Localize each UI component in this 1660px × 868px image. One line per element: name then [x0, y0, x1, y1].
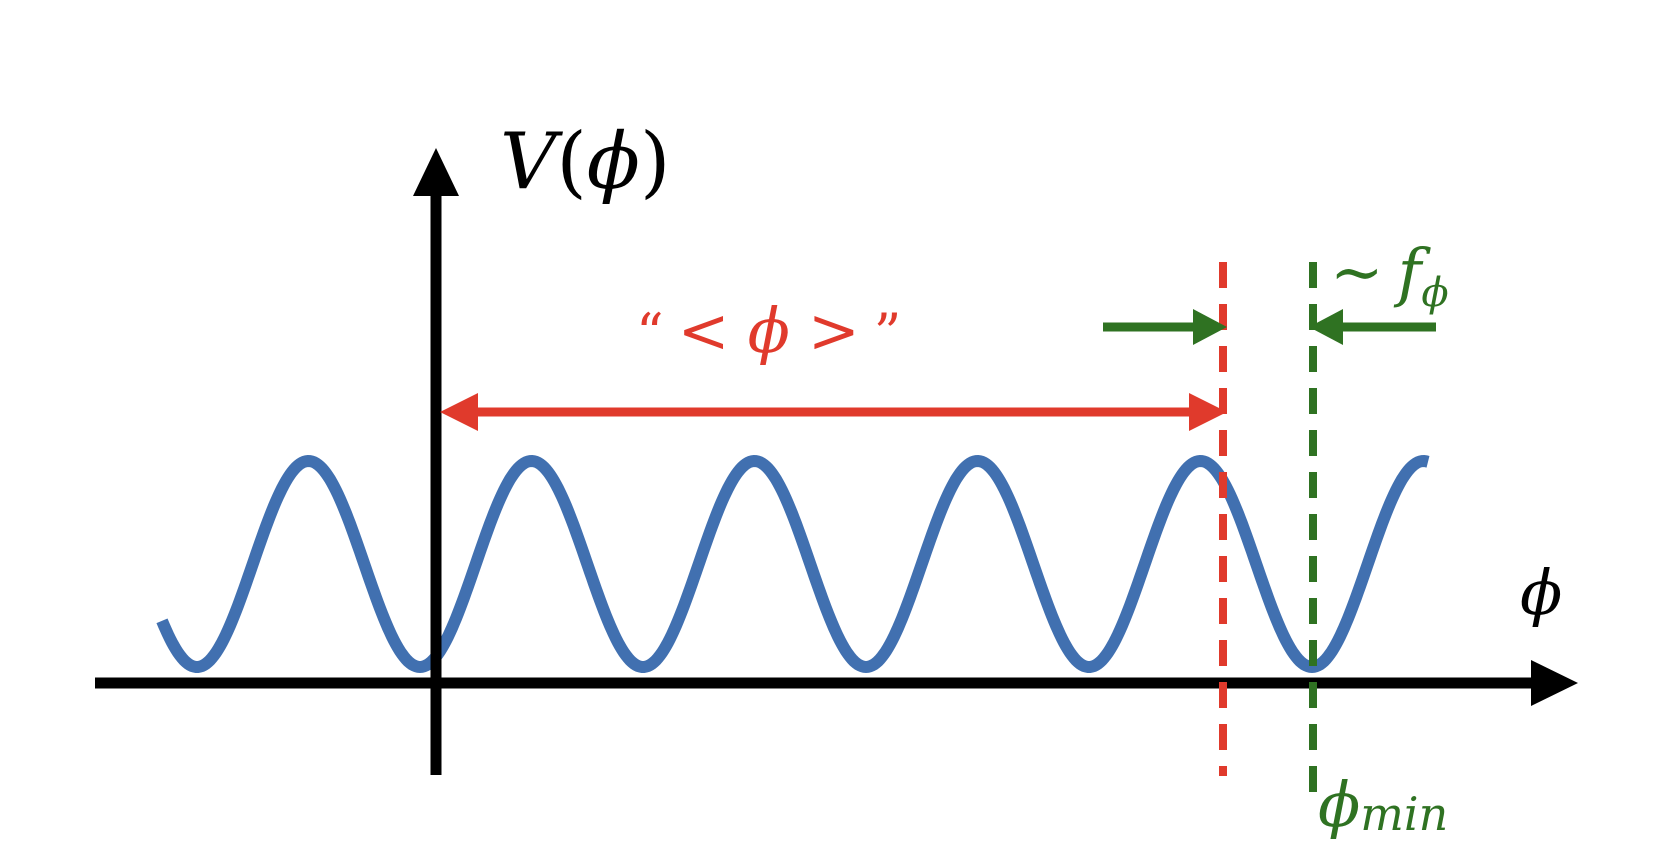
minimum-label: ϕmin [1318, 768, 1448, 841]
decay-constant-label: ∼fϕ [1330, 236, 1449, 316]
x-axis-label: ϕ [1520, 556, 1562, 629]
y-axis-arrowhead [413, 148, 459, 196]
potential-curve [156, 454, 1430, 674]
x-axis-arrowhead [1531, 660, 1578, 706]
y-axis-label: V(ϕ) [500, 117, 670, 207]
mean-field-label: “<ϕ>” [636, 294, 901, 367]
mean-field-arrowhead-left [440, 393, 478, 431]
mean-field-arrowhead-right [1189, 393, 1227, 431]
decay-arrowhead-right [1309, 309, 1343, 345]
decay-arrowhead-left [1193, 309, 1227, 345]
